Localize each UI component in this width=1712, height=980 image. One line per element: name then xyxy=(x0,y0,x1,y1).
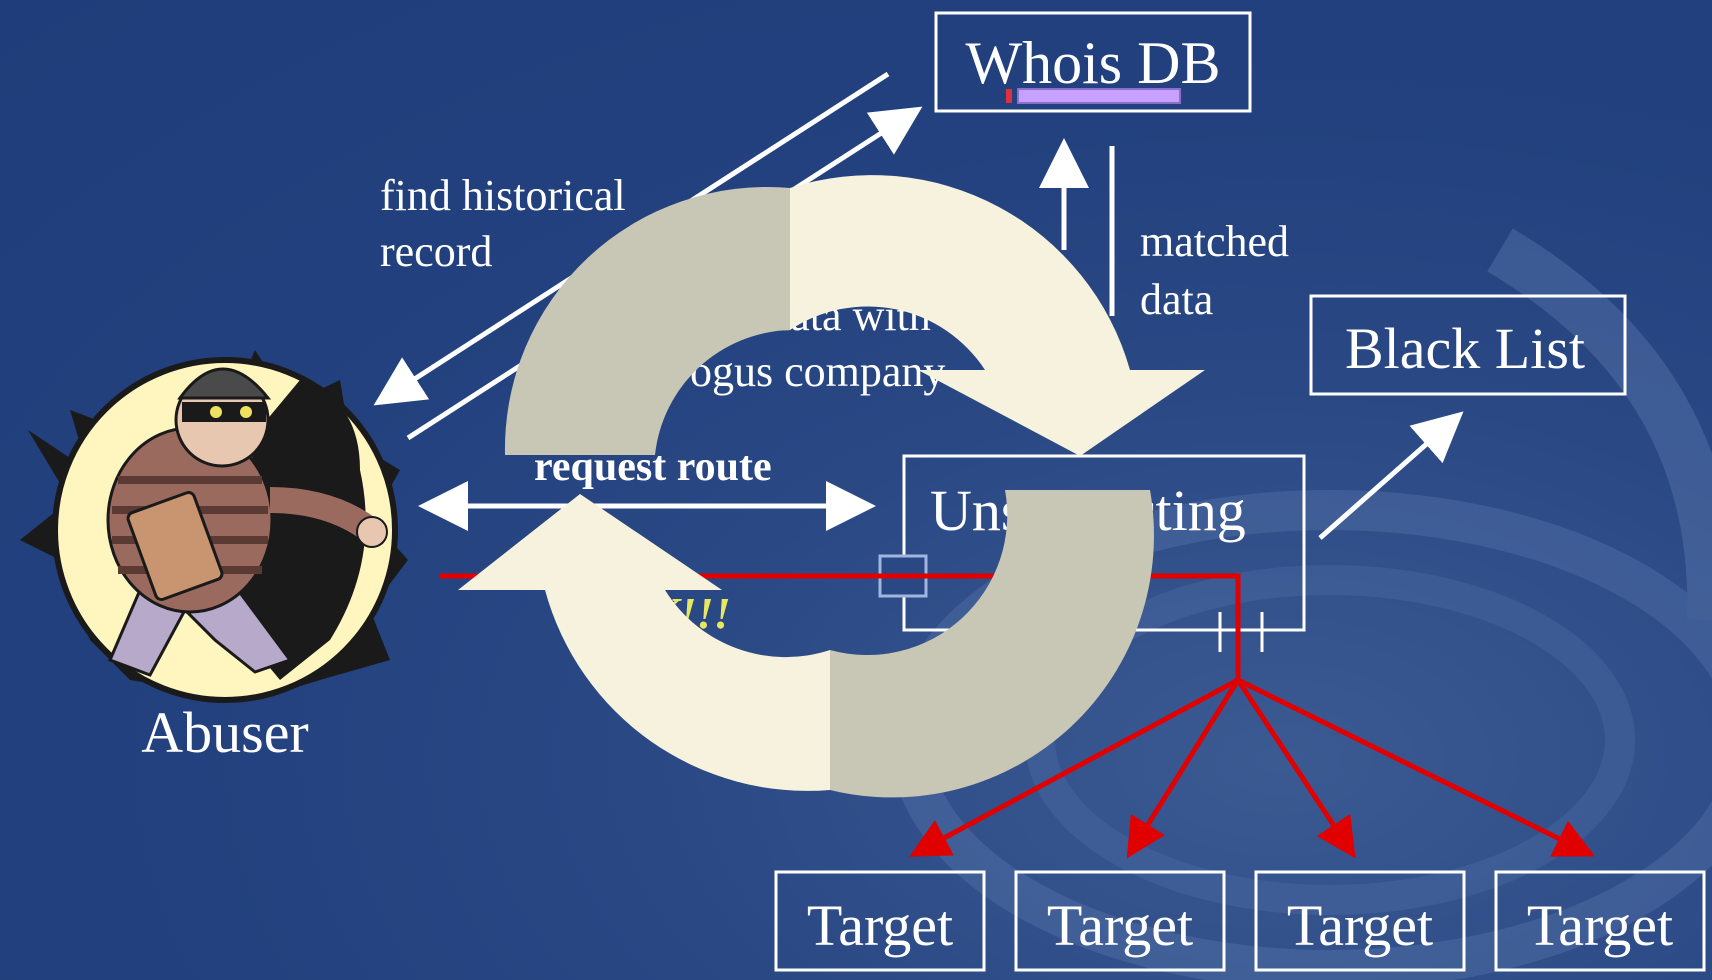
matched-line2: data xyxy=(1140,275,1213,324)
beanie xyxy=(177,367,272,400)
target-box-3: Target xyxy=(1254,870,1466,972)
find-historical-line2: record xyxy=(380,227,492,276)
attack-to-target-4 xyxy=(1236,677,1595,857)
whois-db-box: Whois DB xyxy=(934,11,1252,113)
blacklist-label: Black List xyxy=(1345,316,1585,381)
blacklist-box: Black List xyxy=(1309,294,1627,396)
cursor-mark xyxy=(1006,89,1012,103)
cycle-arrows xyxy=(458,175,1205,798)
target-label-4: Target xyxy=(1527,893,1673,958)
update-line2: ogus company xyxy=(690,347,945,396)
attack-to-target-1 xyxy=(909,677,1240,857)
matched-line1: matched xyxy=(1140,217,1289,266)
arrow-to-blacklist xyxy=(1318,411,1464,540)
highlight-mark xyxy=(1017,88,1181,104)
cycle-arrow-bottom-front xyxy=(458,494,830,791)
target-box-4: Target xyxy=(1494,870,1706,972)
cycle-arrow-top-front xyxy=(790,175,1205,456)
attack-to-target-2 xyxy=(1126,678,1241,859)
abuser-label: Abuser xyxy=(141,700,309,765)
target-label-1: Target xyxy=(807,893,953,958)
stolen-device xyxy=(126,490,224,602)
target-label-2: Target xyxy=(1047,893,1193,958)
target-box-2: Target xyxy=(1014,870,1226,972)
shadow-figure xyxy=(230,380,366,680)
mask xyxy=(182,402,266,422)
find-historical-line1: find historical xyxy=(380,171,626,220)
attack-lines xyxy=(440,573,1595,859)
target-label-3: Target xyxy=(1287,893,1433,958)
cycle-arrow-bottom-back xyxy=(830,490,1154,798)
attack-path xyxy=(440,573,1241,680)
legs xyxy=(108,588,293,677)
whois-db-label: Whois DB xyxy=(966,30,1221,96)
abuser-illustration xyxy=(20,350,408,703)
cycle-arrow-top-back xyxy=(504,186,790,455)
target-box-1: Target xyxy=(774,870,986,972)
attack-to-target-3 xyxy=(1235,678,1356,859)
